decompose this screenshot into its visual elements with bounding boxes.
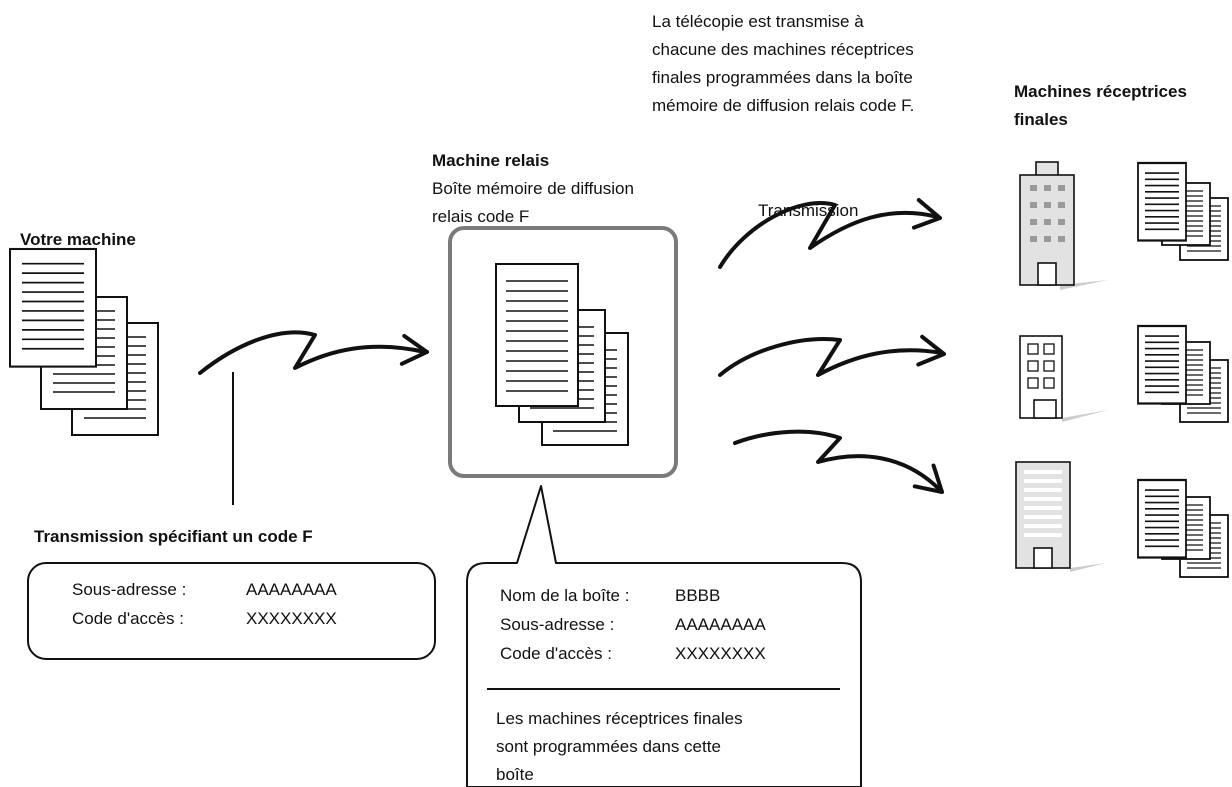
- sender-document-stack-icon: [8, 247, 159, 436]
- relay-note-line: sont programmées dans cette: [496, 737, 721, 756]
- receivers-title-line1: Machines réceptrices: [1014, 82, 1187, 101]
- description-line: La télécopie est transmise à: [652, 12, 864, 31]
- receiver-document-stack-icon-3: [1136, 478, 1229, 578]
- relay-box-line2: relais code F: [432, 207, 530, 226]
- small-office-building-icon: [1019, 335, 1108, 422]
- relay-field-key: Code d'accès :: [500, 644, 612, 663]
- transmission-arrow-to-receiver-1: [718, 198, 945, 269]
- transmission-arrow-to-relay: [198, 330, 431, 375]
- sender-callout-box: [27, 562, 436, 660]
- receiver-document-stack-icon-1: [1136, 161, 1229, 261]
- sender-field-row: Sous-adresse : AAAAAAAA: [72, 576, 337, 603]
- relay-field-row: Code d'accès : XXXXXXXX: [500, 640, 766, 667]
- description-line: mémoire de diffusion relais code F.: [652, 96, 915, 115]
- transmission-arrow-to-receiver-2: [718, 334, 948, 377]
- sender-field-row: Code d'accès : XXXXXXXX: [72, 605, 337, 632]
- relay-document-stack-icon: [495, 263, 629, 446]
- relay-note-line: boîte: [496, 765, 534, 784]
- receiver-document-stack-icon-2: [1136, 324, 1229, 423]
- sender-field-value: AAAAAAAA: [246, 580, 337, 599]
- description-line: finales programmées dans la boîte: [652, 68, 913, 87]
- relay-field-value: AAAAAAAA: [675, 615, 766, 634]
- sender-field-key: Code d'accès :: [72, 609, 184, 628]
- relay-field-key: Nom de la boîte :: [500, 586, 630, 605]
- relay-callout: [466, 485, 862, 787]
- relay-field-key: Sous-adresse :: [500, 615, 615, 634]
- tower-building-icon: [1015, 461, 1106, 572]
- relay-field-row: Nom de la boîte : BBBB: [500, 582, 720, 609]
- receivers-title-line2: finales: [1014, 110, 1068, 129]
- relay-title: Machine relais: [432, 151, 550, 170]
- relay-note-line: Les machines réceptrices finales: [496, 709, 743, 728]
- relay-field-value: BBBB: [675, 586, 721, 605]
- tall-office-building-icon: [1019, 161, 1108, 290]
- description-line: chacune des machines réceptrices: [652, 40, 914, 59]
- sender-transmission-label: Transmission spécifiant un code F: [34, 527, 313, 546]
- sender-field-key: Sous-adresse :: [72, 580, 187, 599]
- relay-field-value: XXXXXXXX: [675, 644, 766, 663]
- sender-label: Votre machine: [20, 230, 136, 249]
- transmission-label: Transmission: [758, 201, 859, 220]
- sender-field-value: XXXXXXXX: [246, 609, 337, 628]
- transmission-arrow-to-receiver-3: [733, 429, 954, 505]
- relay-box-line1: Boîte mémoire de diffusion: [432, 179, 634, 198]
- relay-field-row: Sous-adresse : AAAAAAAA: [500, 611, 766, 638]
